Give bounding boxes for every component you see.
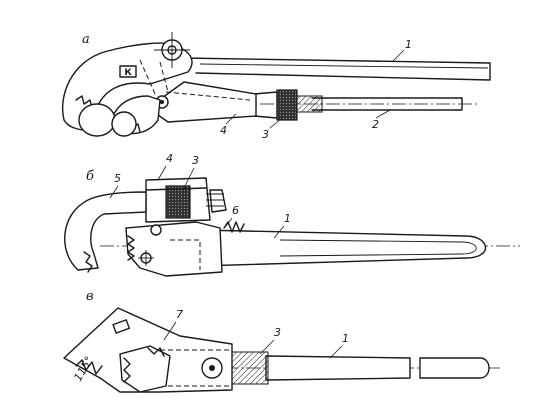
callouts-b: 4 3 5 6 1 <box>109 152 291 239</box>
nut-3-b <box>165 185 191 219</box>
callout-a-1: 1 <box>405 38 412 51</box>
thread-3-v <box>231 351 269 385</box>
callouts-a: 1 2 3 4 <box>220 38 412 141</box>
pipe-a <box>78 103 137 137</box>
callout-b-3: 3 <box>192 154 199 167</box>
handle-1-a <box>181 57 491 81</box>
jaw-5-b <box>64 189 227 273</box>
callout-a-2: 2 <box>372 118 379 131</box>
panel-b-label: б <box>86 169 94 184</box>
callout-a-3: 3 <box>262 128 269 141</box>
lever-4-a <box>147 81 257 123</box>
jaw-body-7-v <box>63 307 233 393</box>
callouts-v: 7 3 1 <box>163 308 349 359</box>
panel-v-label: в <box>86 289 94 304</box>
callout-b-6: 6 <box>232 204 239 217</box>
panel-a-label: а <box>82 32 90 47</box>
housing-b <box>125 221 223 277</box>
panel-v: в 115° 7 <box>63 289 500 393</box>
panel-a: а <box>62 32 491 141</box>
callout-b-1: 1 <box>284 212 291 225</box>
handle-1-b <box>199 229 487 267</box>
callout-a-4: 4 <box>220 124 227 137</box>
sleeve-4-b <box>145 177 211 223</box>
callout-v-7: 7 <box>176 308 183 321</box>
spring-6-b <box>223 221 245 233</box>
marking-k: К <box>124 68 132 78</box>
nut-3-a <box>253 89 323 121</box>
callout-v-3: 3 <box>274 326 281 339</box>
callout-b-4: 4 <box>166 152 173 165</box>
callout-b-5: 5 <box>114 172 121 185</box>
panel-b: б <box>64 152 520 277</box>
callout-v-1: 1 <box>342 332 349 345</box>
handle-1-v <box>265 355 490 381</box>
